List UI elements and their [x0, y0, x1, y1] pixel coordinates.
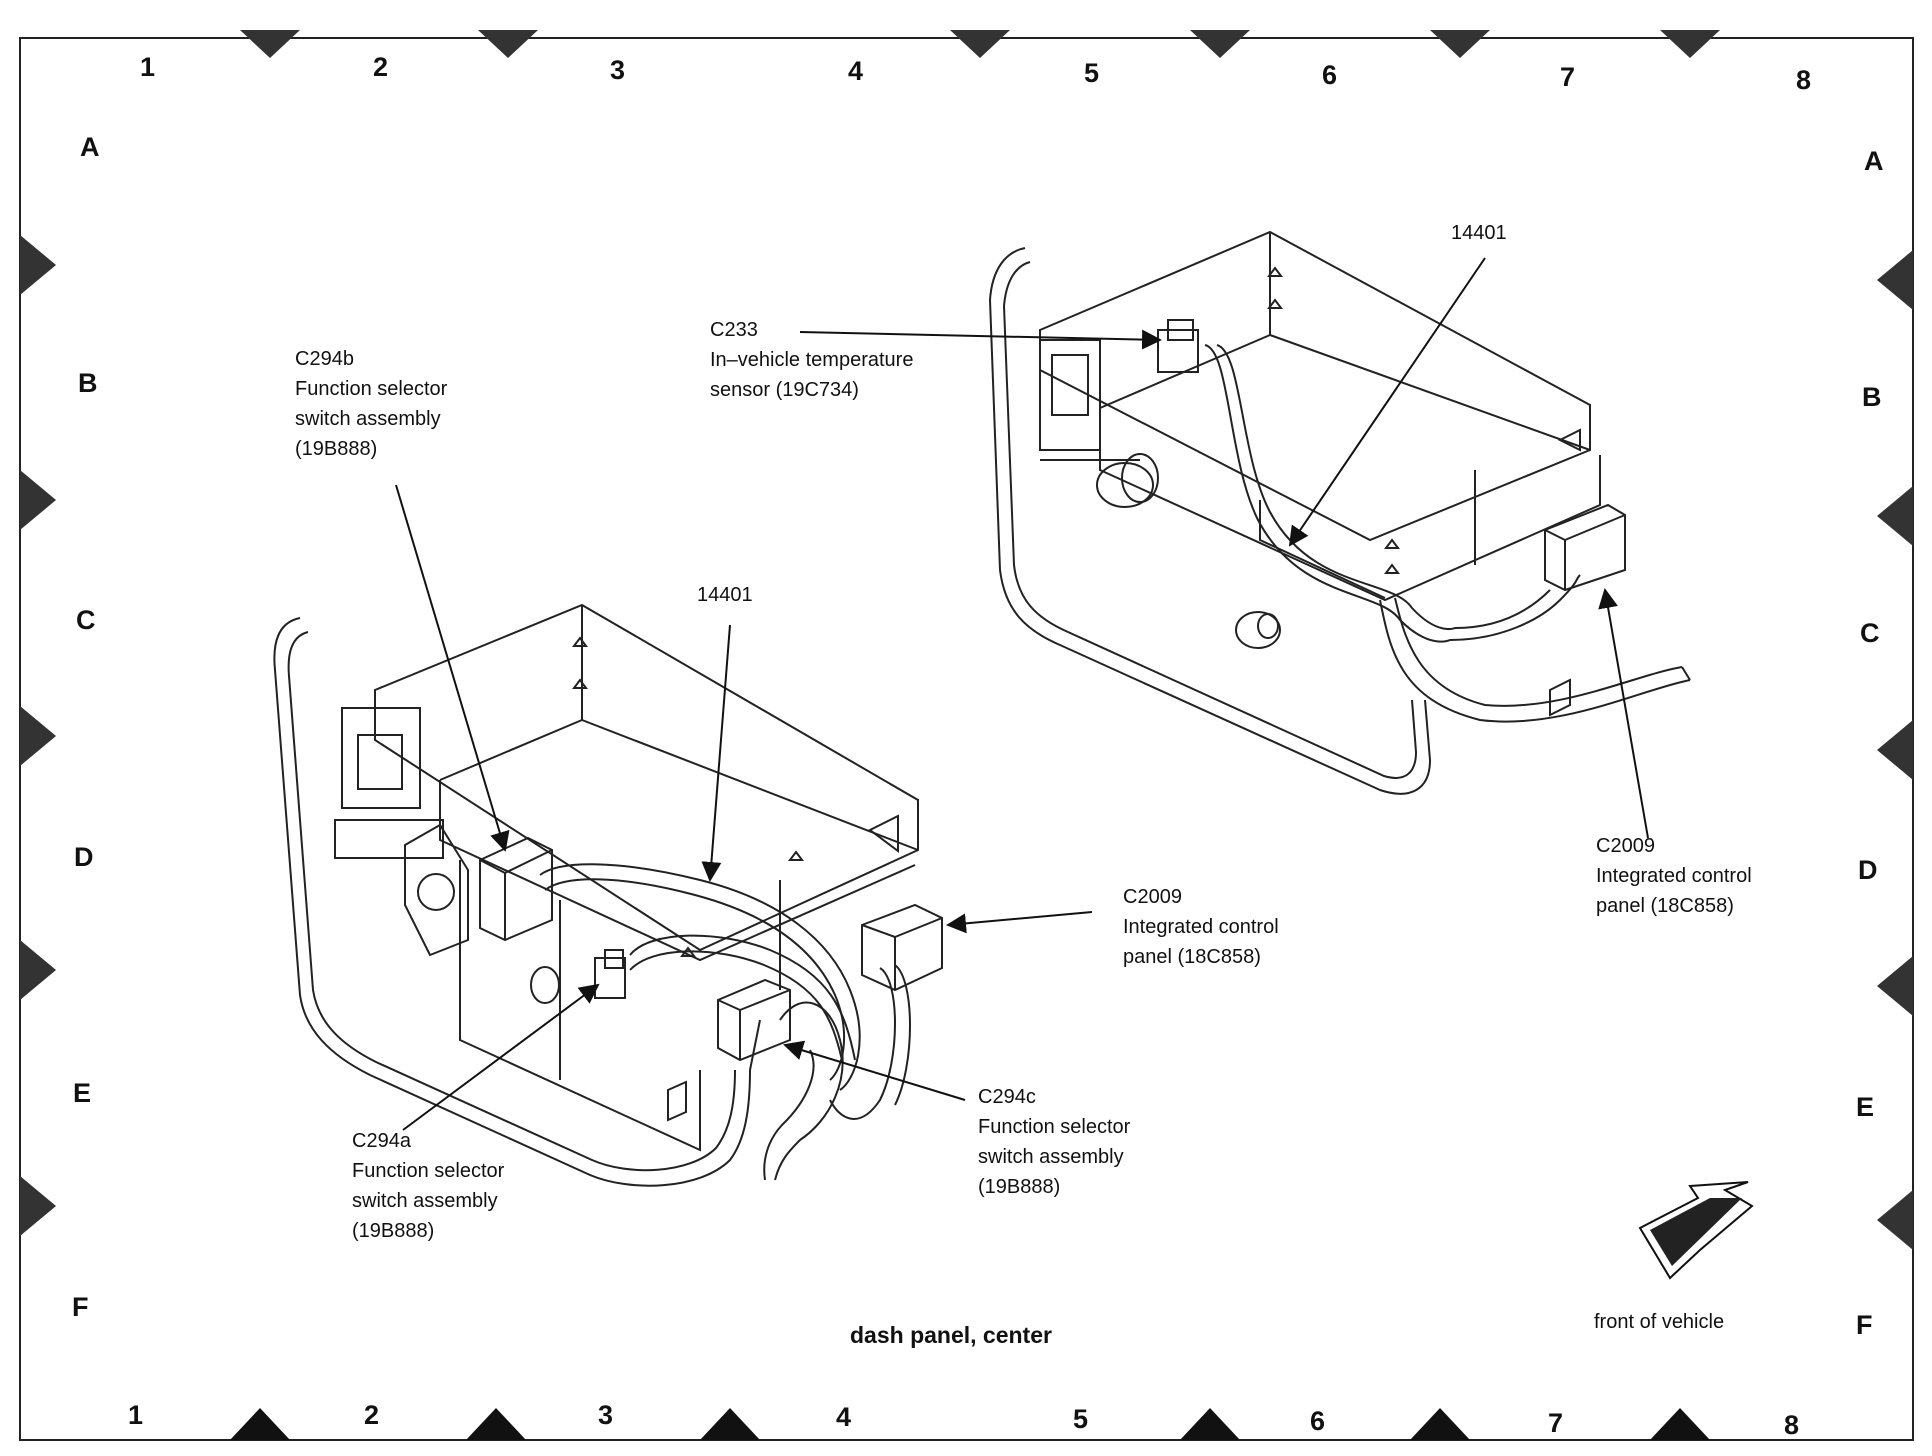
leader-c294b — [395, 484, 510, 852]
callout-c294a-code: C294a — [352, 1130, 411, 1152]
leader-14401-right — [1288, 257, 1486, 547]
left-dash-panel-assembly — [273, 603, 943, 1187]
grid-col-bottom-7: 7 — [1548, 1408, 1564, 1438]
grid-col-bottom-8: 8 — [1784, 1410, 1800, 1440]
grid-col-top-5: 5 — [1084, 58, 1100, 88]
callout-c2009-right-line2: panel (18C858) — [1596, 895, 1734, 917]
callout-c294a-line3: (19B888) — [352, 1220, 435, 1242]
callout-c2009-right-code: C2009 — [1596, 835, 1655, 857]
callout-c2009-left-line2: panel (18C858) — [1123, 946, 1261, 968]
grid-col-top-7: 7 — [1560, 62, 1576, 92]
callout-c233-code: C233 — [710, 319, 758, 341]
leader-c233 — [799, 329, 1162, 350]
grid-col-top-8: 8 — [1796, 65, 1812, 95]
callout-14401-left: 14401 — [697, 580, 753, 610]
bottom-grid-ticks — [230, 1408, 1710, 1440]
callout-14401-right-code: 14401 — [1451, 222, 1507, 244]
front-of-vehicle-arrow-icon — [1638, 1181, 1754, 1280]
front-of-vehicle-label: front of vehicle — [1594, 1311, 1725, 1333]
callout-c2009-right: C2009 Integrated control panel (18C858) — [1596, 831, 1752, 921]
callout-c2009-right-line1: Integrated control — [1596, 865, 1752, 887]
grid-row-right-c: C — [1860, 618, 1880, 648]
callout-c294b-code: C294b — [295, 348, 354, 370]
leader-c2009-right — [1598, 588, 1649, 839]
right-harness — [1204, 344, 1691, 723]
grid-row-left-c: C — [76, 605, 96, 635]
callout-c294c: C294c Function selector switch assembly … — [978, 1082, 1130, 1202]
leader-lines — [395, 257, 1649, 1131]
callout-c294b-line3: (19B888) — [295, 438, 378, 460]
left-harness — [539, 863, 911, 1181]
grid-col-top-1: 1 — [140, 52, 156, 82]
top-grid-ticks — [240, 30, 1720, 58]
right-dash-panel-assembly — [988, 230, 1626, 795]
callout-c233: C233 In–vehicle temperature sensor (19C7… — [710, 315, 913, 405]
grid-row-right-f: F — [1856, 1310, 1873, 1340]
grid-col-top-6: 6 — [1322, 60, 1338, 90]
callout-c294a-line1: Function selector — [352, 1160, 505, 1182]
callout-c294a: C294a Function selector switch assembly … — [352, 1126, 504, 1246]
callout-c294c-code: C294c — [978, 1086, 1036, 1108]
callout-c233-line2: sensor (19C734) — [710, 379, 859, 401]
callout-14401-left-code: 14401 — [697, 584, 753, 606]
grid-col-bottom-3: 3 — [598, 1400, 614, 1430]
callout-c294c-line1: Function selector — [978, 1116, 1131, 1138]
grid-row-left-b: B — [78, 368, 98, 398]
grid-col-top-2: 2 — [373, 52, 389, 82]
grid-col-bottom-4: 4 — [836, 1402, 852, 1432]
grid-col-bottom-1: 1 — [128, 1400, 144, 1430]
callout-c294c-line2: switch assembly — [978, 1146, 1124, 1168]
grid-row-right-e: E — [1856, 1092, 1875, 1122]
callout-c294b-line2: switch assembly — [295, 408, 441, 430]
grid-row-right-b: B — [1862, 382, 1882, 412]
callout-14401-right: 14401 — [1451, 218, 1507, 248]
grid-row-left-f: F — [72, 1292, 89, 1322]
leader-14401-left — [701, 624, 731, 882]
callout-c2009-left: C2009 Integrated control panel (18C858) — [1123, 882, 1279, 972]
grid-col-top-4: 4 — [848, 56, 864, 86]
grid-col-top-3: 3 — [610, 55, 626, 85]
grid-row-left-a: A — [80, 132, 100, 162]
right-grid-ticks — [1877, 250, 1913, 1250]
callout-c294b-line1: Function selector — [295, 378, 448, 400]
callout-c2009-left-code: C2009 — [1123, 886, 1182, 908]
left-grid-ticks — [20, 235, 56, 1236]
leader-c294a — [402, 983, 600, 1131]
callout-c294b: C294b Function selector switch assembly … — [295, 344, 447, 464]
callout-c233-line1: In–vehicle temperature — [710, 349, 914, 371]
diagram-caption: dash panel, center — [850, 1322, 1052, 1348]
callout-c294a-line2: switch assembly — [352, 1190, 498, 1212]
grid-col-bottom-5: 5 — [1073, 1404, 1089, 1434]
sheet-border — [19, 37, 1914, 1441]
leader-c294c — [783, 1040, 966, 1101]
grid-row-right-d: D — [1858, 855, 1878, 885]
leader-c2009-left — [946, 911, 1093, 934]
grid-col-bottom-6: 6 — [1310, 1406, 1326, 1436]
grid-row-right-a: A — [1864, 146, 1884, 176]
callout-c2009-left-line1: Integrated control — [1123, 916, 1279, 938]
grid-col-bottom-2: 2 — [364, 1400, 380, 1430]
grid-row-left-d: D — [74, 842, 94, 872]
grid-row-left-e: E — [73, 1078, 92, 1108]
callout-c294c-line3: (19B888) — [978, 1176, 1061, 1198]
